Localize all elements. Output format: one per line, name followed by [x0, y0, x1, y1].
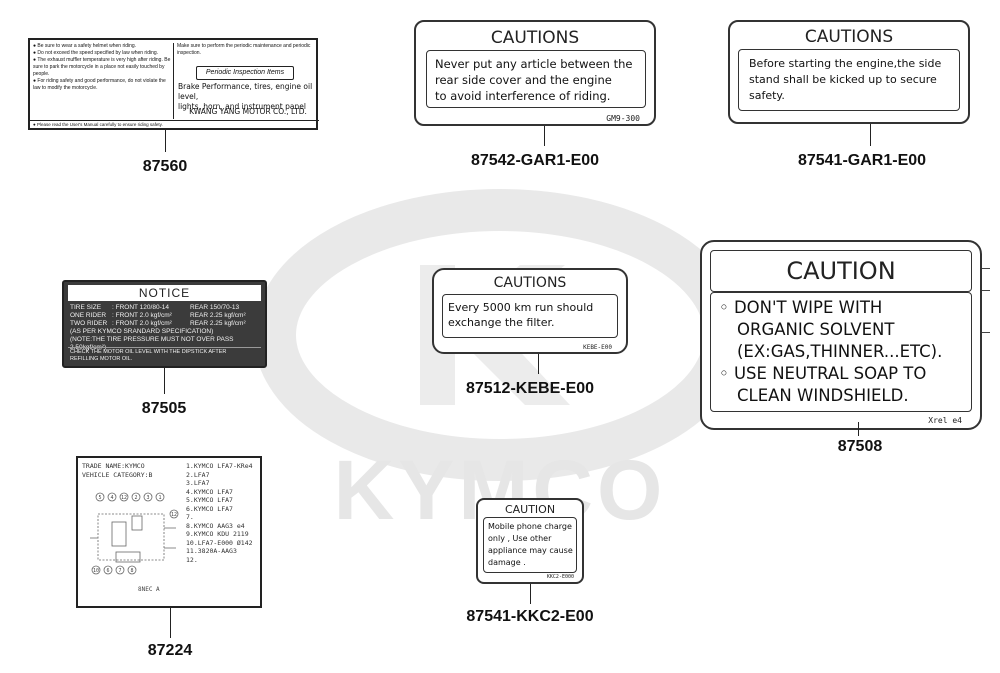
part-number-87512-kebe-e00: 87512-KEBE-E00: [465, 380, 595, 397]
label-87541-kkc2-title: CAUTION: [504, 503, 556, 516]
leader-87560: [165, 130, 166, 152]
label-87508-edge-tick-1: [982, 268, 990, 269]
part-number-87508: 87508: [837, 438, 883, 455]
label-87541-title: CAUTIONS: [804, 27, 894, 47]
notice-divider: [68, 347, 261, 348]
label-87224[interactable]: TRADE NAME:KYMCO VEHICLE CATEGORY:B 1.KY…: [76, 456, 262, 608]
label-87560-item-4: ● For riding safety and good performance…: [33, 78, 166, 91]
label-87560-maker: KWANG YANG MOTOR CO., LTD.: [189, 107, 307, 116]
label-87508-title-box: CAUTION: [710, 250, 972, 292]
label-87541-kkc2-e00[interactable]: CAUTION Mobile phone charge only , Use o…: [476, 498, 584, 584]
label-87560-item-1: ● Be sure to wear a safety helmet when r…: [33, 43, 137, 49]
label-87541-kkc2-code: KKC2-E000: [546, 574, 574, 580]
label-87224-header: TRADE NAME:KYMCO VEHICLE CATEGORY:B: [82, 462, 153, 479]
leader-87541: [870, 124, 871, 146]
label-87508[interactable]: CAUTION ◦ DON'T WIPE WITH ORGANIC SOLVEN…: [700, 240, 990, 430]
callout-top-2: 4: [110, 495, 113, 501]
callout-bottom-3: 7: [118, 568, 121, 574]
label-87508-edge-tick-3: [982, 332, 990, 333]
label-87512-text-box: Every 5000 km run should exchange the fi…: [442, 294, 618, 338]
callout-top-6: 1: [158, 495, 161, 501]
part-number-87560: 87560: [142, 158, 188, 175]
label-87560-right-lines: Brake Performance, tires, engine oil lev…: [178, 82, 313, 111]
label-87542-title: CAUTIONS: [490, 28, 580, 48]
callout-top-4: 2: [134, 495, 137, 501]
label-87560[interactable]: ● Be sure to wear a safety helmet when r…: [28, 38, 319, 130]
callout-top-3: 12: [121, 495, 127, 501]
part-number-87541-kkc2-e00: 87541-KKC2-E00: [466, 608, 594, 625]
leader-87508: [858, 422, 859, 436]
label-87560-divider: [173, 43, 174, 119]
callout-top-1: 5: [98, 495, 101, 501]
part-number-87505: 87505: [141, 400, 187, 417]
label-87560-left-column: ● Be sure to wear a safety helmet when r…: [33, 43, 171, 92]
leader-87505: [164, 368, 165, 394]
label-87542-gar1-e00[interactable]: CAUTIONS Never put any article between t…: [414, 20, 656, 126]
label-87541-gar1-e00[interactable]: CAUTIONS Before starting the engine,the …: [728, 20, 970, 124]
label-87508-edge-tick-2: [982, 290, 990, 291]
label-87542-code: GM9-300: [606, 114, 640, 123]
part-number-87542-gar1-e00: 87542-GAR1-E00: [470, 152, 600, 169]
label-87224-diagram: 5 4 12 2 3 1 10 6 7 8 12: [90, 492, 179, 575]
label-87224-sub: 8NEC A: [138, 586, 160, 593]
leader-87512: [538, 354, 539, 374]
notice-title-bar: NOTICE: [68, 285, 261, 301]
part-number-87541-gar1-e00: 87541-GAR1-E00: [797, 152, 927, 169]
callout-side: 12: [171, 512, 177, 518]
label-87542-text-box: Never put any article between the rear s…: [426, 50, 646, 108]
part-number-87224: 87224: [147, 642, 193, 659]
notice-check: CHECK THE MOTOR OIL LEVEL WITH THE DIPST…: [70, 349, 227, 362]
label-87560-badge: Periodic Inspection Items: [196, 66, 294, 80]
label-87560-right-note: Make sure to perform the periodic mainte…: [177, 43, 311, 56]
label-87541-kkc2-text-box: Mobile phone charge only , Use other app…: [483, 517, 577, 573]
label-87508-code: Xrel e4: [928, 416, 962, 425]
callout-bottom-1: 10: [93, 568, 99, 574]
label-87508-title: CAUTION: [786, 257, 896, 285]
label-87560-item-3: ● The exhaust muffler temperature is ver…: [33, 57, 171, 77]
callout-top-5: 3: [146, 495, 149, 501]
label-87508-text-box: ◦ DON'T WIPE WITH ORGANIC SOLVENT (EX:GA…: [710, 292, 972, 412]
label-87560-item-2: ● Do not exceed the speed specified by l…: [33, 50, 159, 56]
leader-87542: [544, 126, 545, 146]
label-87560-footer: ● Please read the User's Manual carefull…: [30, 120, 319, 129]
leader-87224: [170, 608, 171, 638]
callout-bottom-4: 8: [130, 568, 133, 574]
label-87512-code: KEBE-E00: [583, 344, 612, 351]
label-87512-title: CAUTIONS: [493, 275, 567, 291]
callout-bottom-2: 6: [106, 568, 109, 574]
leader-87541-kkc2: [530, 584, 531, 604]
label-87512-kebe-e00[interactable]: CAUTIONS Every 5000 km run should exchan…: [432, 268, 628, 354]
label-87541-text-box: Before starting the engine,the side stan…: [738, 49, 960, 111]
